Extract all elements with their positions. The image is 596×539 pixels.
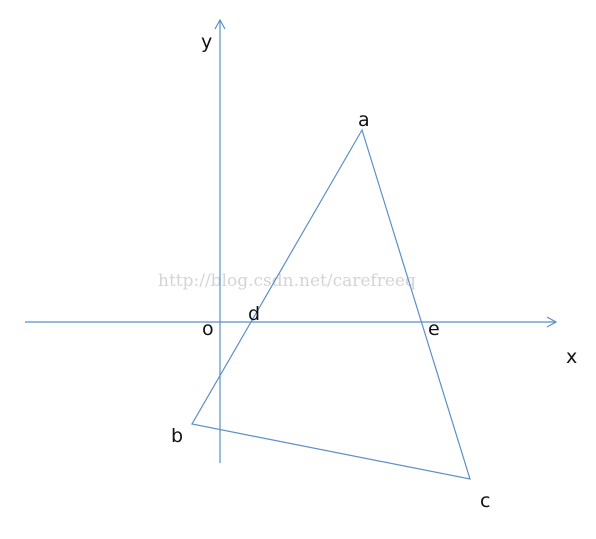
intersection-e-label: e: [428, 318, 440, 340]
x-axis-label: x: [566, 346, 577, 368]
triangle-abc: [191, 128, 471, 480]
vertex-b-label: b: [171, 425, 183, 447]
vertex-a-label: a: [358, 109, 370, 131]
intersection-d-label: d: [248, 303, 260, 325]
origin-label: o: [202, 318, 214, 340]
vertex-c-label: c: [480, 490, 490, 512]
watermark-text: http://blog.csdn.net/carefreeq: [158, 271, 416, 291]
y-axis-label: y: [201, 31, 212, 53]
